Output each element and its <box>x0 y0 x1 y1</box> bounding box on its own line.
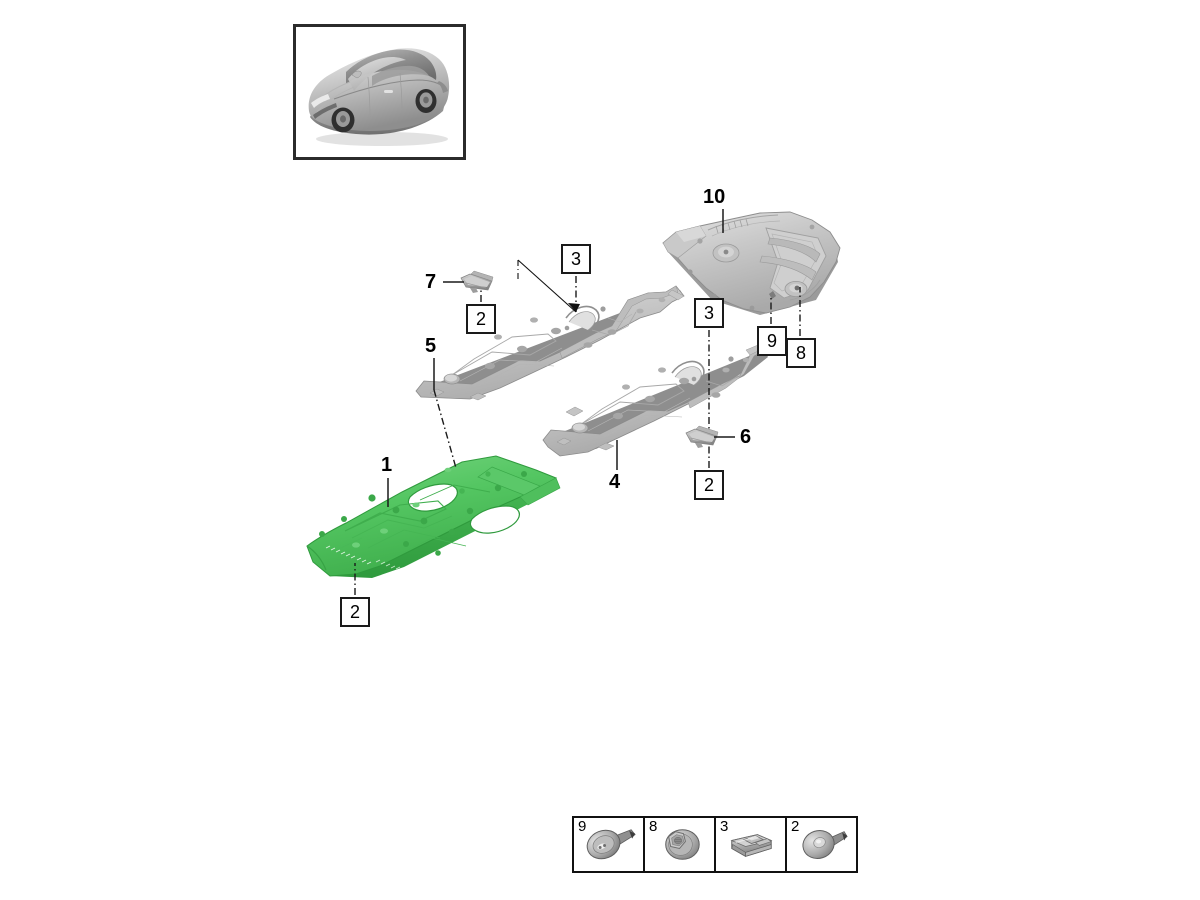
callout-box-9[interactable]: 9 <box>757 326 787 356</box>
legend-number-9: 9 <box>578 818 587 835</box>
hex-nut-icon <box>665 829 700 860</box>
vehicle-thumbnail <box>293 24 466 160</box>
leader-5-to-1 <box>433 389 457 469</box>
part-number-10[interactable]: 10 <box>703 186 726 208</box>
part-number-7[interactable]: 7 <box>425 271 437 293</box>
legend-cell-8[interactable]: 8 <box>645 818 716 871</box>
legend-number-2: 2 <box>791 818 800 835</box>
part-number-6[interactable]: 6 <box>740 426 752 448</box>
callout-box-3a[interactable]: 3 <box>561 244 591 274</box>
legend-number-8: 8 <box>649 818 658 835</box>
callout-box-2b[interactable]: 2 <box>694 470 724 500</box>
push-pin-icon <box>802 830 848 859</box>
legend-cell-3[interactable]: 3 <box>716 818 787 871</box>
part-number-5[interactable]: 5 <box>425 335 437 357</box>
leader-3-arrow-upper <box>517 259 577 313</box>
part-number-1[interactable]: 1 <box>381 454 393 476</box>
callout-box-8[interactable]: 8 <box>786 338 816 368</box>
legend-number-3: 3 <box>720 818 729 835</box>
legend-cell-9[interactable]: 9 <box>574 818 645 871</box>
part-number-4[interactable]: 4 <box>609 471 621 493</box>
part-7-left-clip-bracket <box>460 270 494 293</box>
part-1-centre-underbody-panel <box>306 455 561 578</box>
legend-cell-2[interactable]: 2 <box>787 818 856 871</box>
callout-box-3b[interactable]: 3 <box>694 298 724 328</box>
part-6-right-clip-bracket <box>685 425 719 448</box>
callout-box-2c[interactable]: 2 <box>340 597 370 627</box>
spring-clip-icon <box>730 834 773 857</box>
part-5-left-sill-cover <box>415 285 685 401</box>
callout-box-2a[interactable]: 2 <box>466 304 496 334</box>
fastener-legend: 9 8 <box>572 816 858 873</box>
part-4-right-sill-cover <box>542 344 768 457</box>
push-rivet-icon <box>586 829 636 860</box>
part-10-rear-tunnel-cover <box>662 211 841 315</box>
vehicle-illustration <box>308 48 450 146</box>
leader-3-arrowhead <box>568 303 580 312</box>
